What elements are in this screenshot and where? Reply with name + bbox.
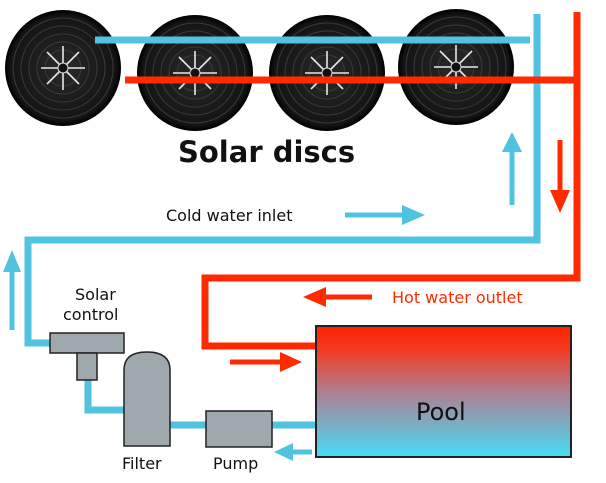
solar-disc-4	[398, 9, 514, 125]
hot-water-outlet-label: Hot water outlet	[392, 288, 523, 307]
solar-control-label-line2: control	[63, 305, 118, 324]
solar-discs-label: Solar discs	[178, 135, 355, 169]
cold-water-pipe	[24, 14, 541, 429]
solar-disc-2	[137, 15, 253, 131]
solar-disc-3	[269, 15, 385, 131]
pool-tank	[315, 325, 572, 458]
hot-down-arrow	[550, 140, 570, 213]
solar-control-valve	[49, 332, 125, 381]
filter-label: Filter	[122, 454, 162, 473]
solar-control-label-line1: Solar	[75, 285, 116, 304]
filter-tank	[123, 351, 171, 447]
cold-water-inlet-label: Cold water inlet	[166, 206, 292, 225]
cold-up-arrow-left	[3, 250, 21, 330]
hot-water-pipe	[125, 12, 581, 350]
cold-left-arrow-pool	[274, 443, 312, 461]
pool-label: Pool	[416, 398, 466, 426]
cold-up-arrow-right	[502, 132, 522, 205]
hot-right-arrow-pool	[230, 352, 302, 372]
cold-right-arrow	[345, 205, 425, 225]
pump-unit	[205, 410, 273, 448]
hot-left-arrow	[303, 287, 372, 307]
pump-label: Pump	[213, 454, 258, 473]
solar-disc-1	[5, 10, 121, 126]
